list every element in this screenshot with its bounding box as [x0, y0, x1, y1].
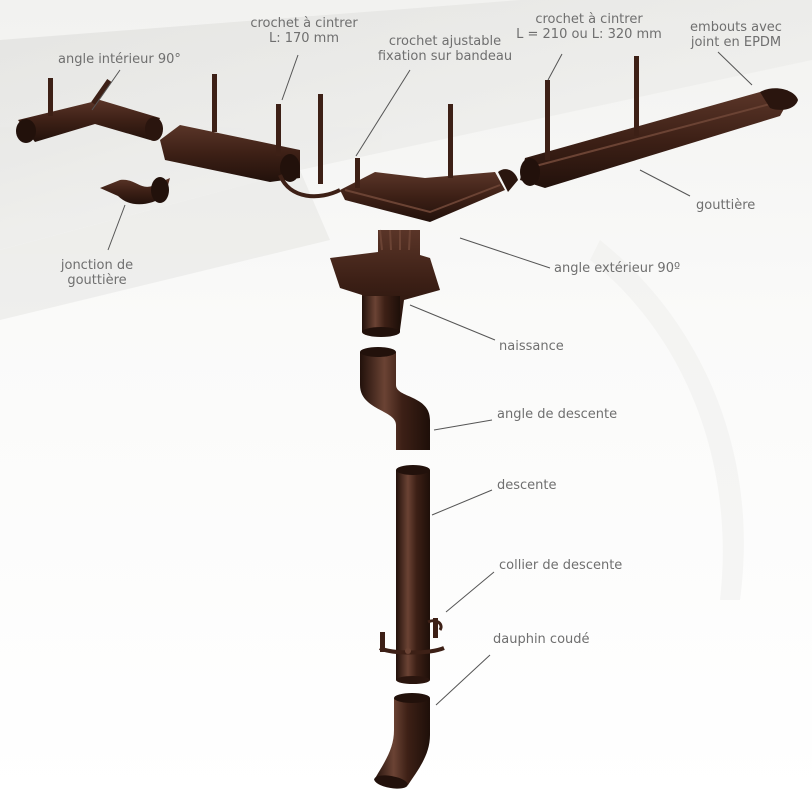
- label-gouttiere: gouttière: [696, 198, 756, 213]
- leader-dauphin: [435, 654, 491, 706]
- label-jonction-line2: gouttière: [67, 273, 127, 288]
- leader-lines: [91, 51, 753, 706]
- leader-crochet-ajustable: [355, 69, 411, 157]
- gutter-section-right: [520, 56, 790, 188]
- leader-angle-descente: [433, 419, 493, 431]
- label-angle-exterieur: angle extérieur 90º: [554, 261, 681, 276]
- label-crochet-210: crochet à cintrer L = 210 ou L: 320 mm: [514, 12, 664, 42]
- label-dauphin: dauphin coudé: [493, 632, 590, 647]
- label-angle-interieur: angle intérieur 90°: [58, 52, 181, 67]
- label-crochet-ajustable: crochet ajustable fixation sur bandeau: [370, 34, 520, 64]
- leader-angle-exterieur: [459, 237, 551, 269]
- naissance-part: [330, 229, 440, 337]
- descente-part: [396, 465, 430, 684]
- leader-crochet-210: [547, 53, 563, 81]
- label-crochet-ajustable-line2: fixation sur bandeau: [377, 49, 513, 64]
- label-angle-descente: angle de descente: [497, 407, 618, 422]
- angle-descente-part: [360, 347, 430, 450]
- leader-collier: [445, 571, 495, 613]
- angle-interieur-part: [16, 78, 163, 143]
- label-embouts-line1: embouts avec: [690, 20, 782, 35]
- label-descente: descente: [497, 478, 557, 493]
- label-jonction-line1: jonction de: [60, 258, 134, 273]
- label-embouts: embouts avec joint en EPDM: [676, 20, 796, 50]
- leader-jonction: [107, 204, 126, 251]
- leader-naissance: [409, 304, 496, 341]
- leader-embouts: [717, 51, 753, 86]
- angle-exterieur-part: [340, 104, 505, 222]
- label-naissance: naissance: [499, 339, 564, 354]
- embout-part: [498, 88, 798, 192]
- dauphin-part: [374, 693, 430, 789]
- collier-part: [378, 618, 445, 655]
- jonction-part: [100, 177, 170, 205]
- label-crochet-170: crochet à cintrer L: 170 mm: [244, 16, 364, 46]
- label-collier: collier de descente: [499, 558, 623, 573]
- leader-crochet-170: [281, 54, 299, 101]
- label-embouts-line2: joint en EPDM: [690, 35, 782, 50]
- label-crochet-210-title: crochet à cintrer: [535, 12, 643, 27]
- label-crochet-ajustable-line1: crochet ajustable: [388, 34, 502, 49]
- roof-background: [0, 0, 812, 320]
- gutter-section-left: [160, 74, 341, 199]
- label-crochet-170-length: L: 170 mm: [268, 31, 340, 46]
- leader-gouttiere: [639, 169, 691, 197]
- label-jonction: jonction de gouttière: [52, 258, 142, 288]
- label-crochet-210-length: L = 210 ou L: 320 mm: [516, 27, 662, 42]
- label-crochet-170-title: crochet à cintrer: [250, 16, 358, 31]
- leader-angle-interieur: [91, 69, 121, 111]
- leader-descente: [431, 489, 493, 516]
